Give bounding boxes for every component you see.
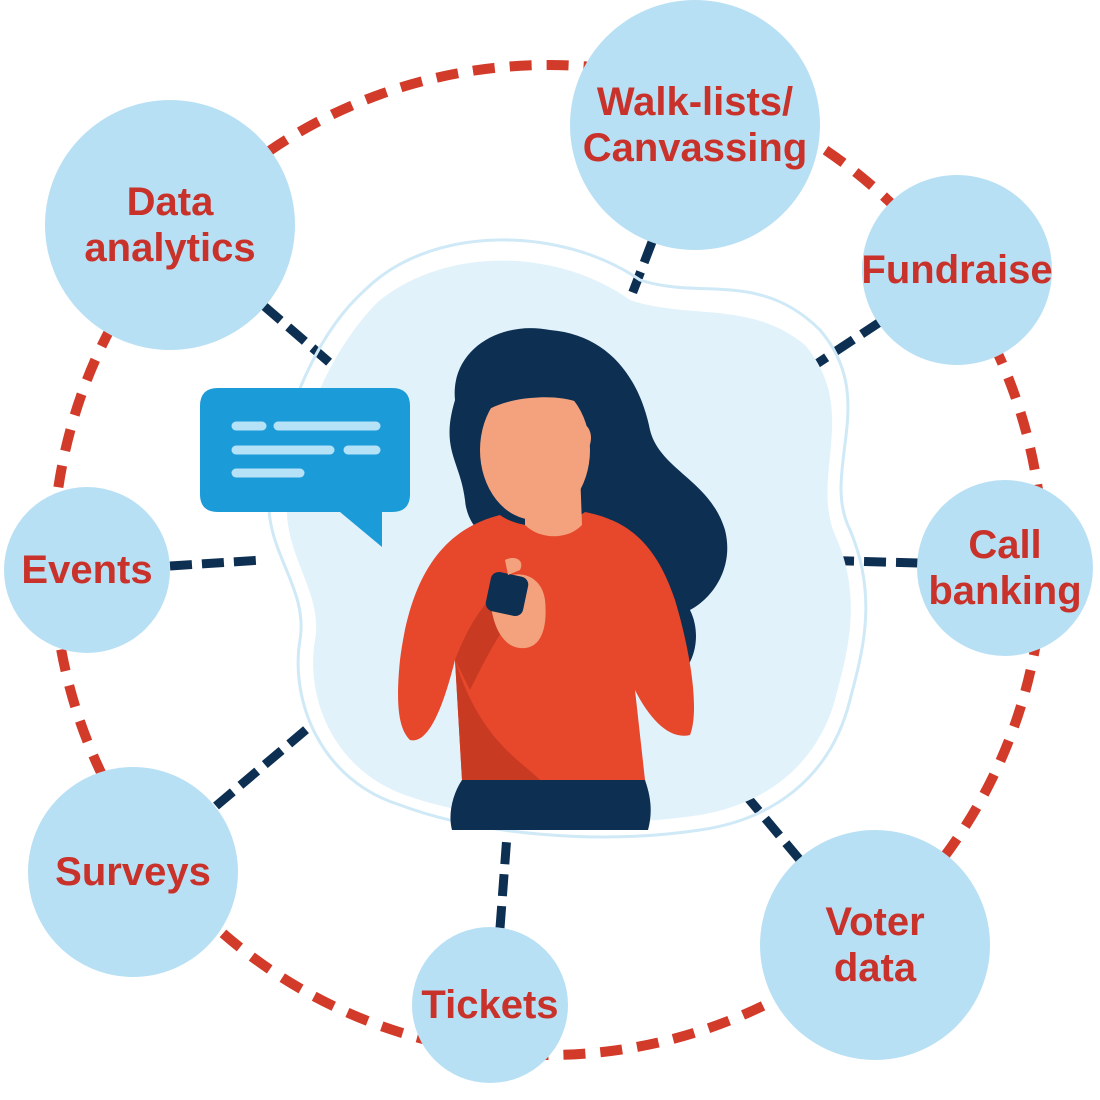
node-tickets: Tickets bbox=[412, 927, 568, 1083]
node-events: Events bbox=[4, 487, 170, 653]
node-label: analytics bbox=[84, 226, 255, 270]
node-circle bbox=[4, 487, 170, 653]
spoke-tickets bbox=[495, 834, 512, 929]
spoke-fundraise bbox=[812, 318, 883, 369]
spoke-call-banking bbox=[812, 555, 919, 568]
node-label: Fundraise bbox=[861, 248, 1052, 292]
node-label: Canvassing bbox=[583, 126, 808, 170]
spoke-voter-data bbox=[739, 789, 804, 863]
chat-bubble-icon bbox=[200, 388, 410, 547]
node-circle bbox=[45, 100, 295, 350]
node-label: Call bbox=[968, 523, 1041, 567]
node-label: Data bbox=[127, 180, 214, 224]
spoke-walk-lists bbox=[621, 240, 657, 312]
node-label: Events bbox=[21, 548, 152, 592]
node-circle bbox=[570, 0, 820, 250]
spoke-surveys bbox=[213, 724, 311, 810]
node-label: Walk-lists/ bbox=[597, 80, 793, 124]
node-surveys: Surveys bbox=[28, 767, 238, 977]
node-walk-lists: Walk-lists/Canvassing bbox=[570, 0, 820, 250]
node-label: Voter bbox=[825, 900, 924, 944]
node-circle bbox=[917, 480, 1093, 656]
node-label: Tickets bbox=[421, 983, 558, 1027]
node-label: data bbox=[834, 946, 917, 990]
node-circle bbox=[28, 767, 238, 977]
woman-with-phone-icon bbox=[398, 328, 728, 830]
node-label: Surveys bbox=[55, 850, 211, 894]
spoke-events bbox=[169, 555, 263, 571]
node-circle bbox=[862, 175, 1052, 365]
nodes: Walk-lists/CanvassingFundraiseCallbankin… bbox=[4, 0, 1093, 1083]
node-fundraise: Fundraise bbox=[861, 175, 1053, 365]
node-circle bbox=[760, 830, 990, 1060]
node-circle bbox=[412, 927, 568, 1083]
node-label: banking bbox=[928, 569, 1081, 613]
